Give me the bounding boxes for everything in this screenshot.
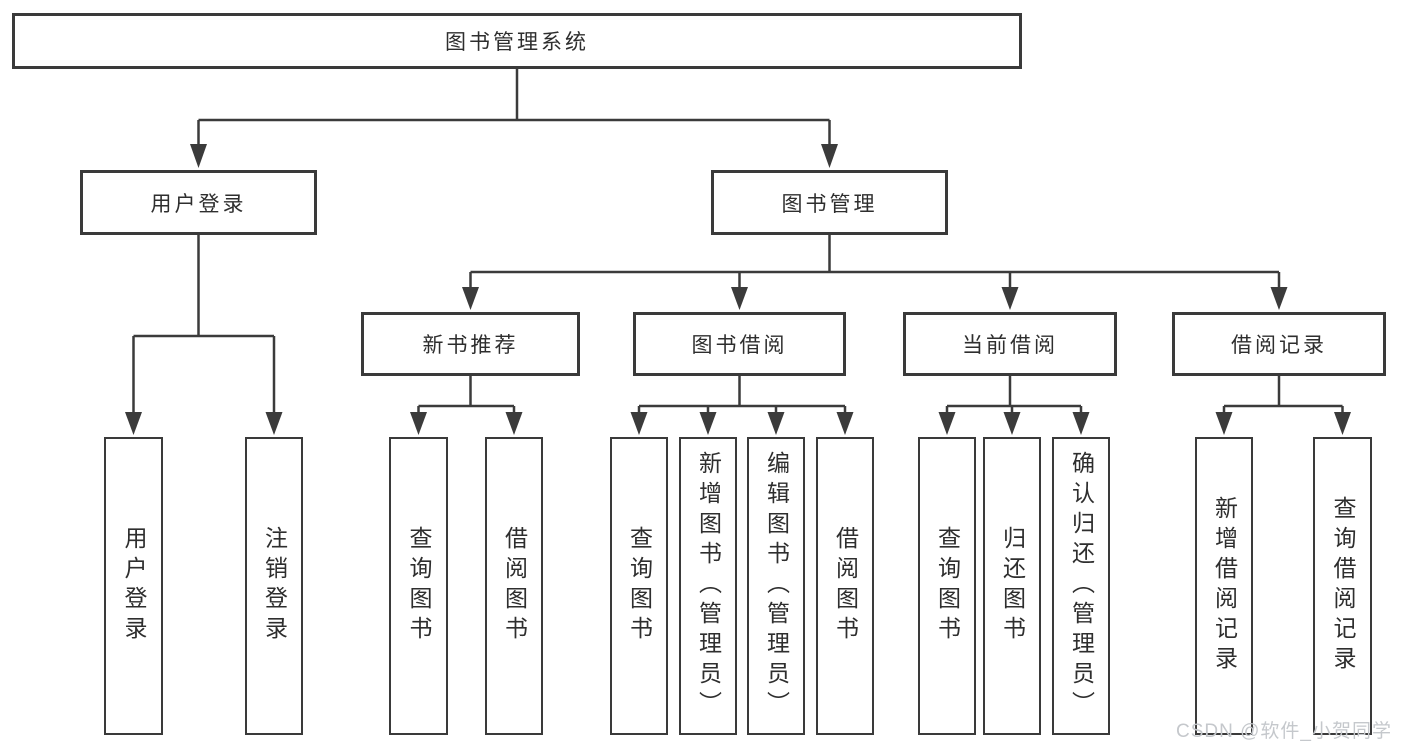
connector-arrowhead <box>505 412 523 435</box>
node-label: 用户登录 <box>150 192 247 216</box>
watermark-text: CSDN @软件_小贺同学 <box>1176 721 1392 742</box>
connector-new-book-recommend <box>417 376 516 414</box>
leaf-label: 查询图书 <box>934 526 961 646</box>
leaf-confirm-return-admin: 确认归还（管理员） <box>1052 437 1110 735</box>
node-borrow-records: 借阅记录 <box>1172 312 1386 376</box>
node-label: 借阅记录 <box>1231 334 1327 357</box>
connector-arrowhead <box>731 287 748 310</box>
leaf-label: 确认归还（管理员） <box>1068 451 1095 721</box>
leaf-query-books-recommend: 查询图书 <box>389 437 448 735</box>
leaf-label: 查询图书 <box>626 526 653 646</box>
connector-arrowhead <box>1003 412 1021 435</box>
connector-user-login <box>132 235 276 414</box>
leaf-label: 新增图书（管理员） <box>695 451 722 721</box>
leaf-add-book-admin: 新增图书（管理员） <box>679 437 737 735</box>
connector-arrowhead <box>821 144 838 168</box>
connector-arrowhead <box>699 412 717 435</box>
leaf-label: 归还图书 <box>999 526 1026 646</box>
leaf-label: 编辑图书（管理员） <box>763 451 790 721</box>
leaf-label: 查询图书 <box>406 526 432 646</box>
leaf-query-borrow-record: 查询借阅记录 <box>1313 437 1372 735</box>
leaf-label: 新增借阅记录 <box>1211 496 1238 676</box>
connector-arrowhead <box>1215 412 1233 435</box>
node-book-borrow: 图书借阅 <box>633 312 846 376</box>
leaf-label: 借阅图书 <box>832 526 859 646</box>
node-label: 当前借阅 <box>962 334 1058 357</box>
leaf-query-books-borrow: 查询图书 <box>610 437 668 735</box>
leaf-borrow-books-recommend: 借阅图书 <box>485 437 543 735</box>
node-root-system: 图书管理系统 <box>12 13 1022 69</box>
leaf-query-books-current: 查询图书 <box>918 437 976 735</box>
node-label: 图书借阅 <box>691 334 788 357</box>
connector-arrowhead <box>1334 412 1351 435</box>
leaf-label: 用户登录 <box>121 526 147 646</box>
connector-arrowhead <box>125 412 142 435</box>
node-current-borrow: 当前借阅 <box>903 312 1117 376</box>
leaf-label: 查询借阅记录 <box>1330 496 1356 676</box>
connector-arrowhead <box>1270 287 1288 310</box>
node-label: 图书管理 <box>781 192 878 216</box>
leaf-edit-book-admin: 编辑图书（管理员） <box>747 437 805 735</box>
connector-root <box>197 69 831 146</box>
connector-arrowhead <box>410 412 427 435</box>
leaf-label: 借阅图书 <box>501 526 528 646</box>
connector-current-borrow <box>945 376 1083 414</box>
connector-arrowhead <box>462 287 479 310</box>
leaf-user-login: 用户登录 <box>104 437 163 735</box>
connector-book-borrow <box>637 376 847 414</box>
node-label: 图书管理系统 <box>445 31 589 54</box>
leaf-label: 注销登录 <box>261 526 288 646</box>
connector-arrowhead <box>1001 287 1019 310</box>
connector-arrowhead <box>938 412 956 435</box>
leaf-logout: 注销登录 <box>245 437 303 735</box>
connector-arrowhead <box>836 412 854 435</box>
connector-arrowhead <box>630 412 648 435</box>
connector-arrowhead <box>265 412 283 435</box>
node-book-management: 图书管理 <box>711 170 948 235</box>
leaf-add-borrow-record: 新增借阅记录 <box>1195 437 1253 735</box>
node-new-book-recommend: 新书推荐 <box>361 312 580 376</box>
connector-borrow-records <box>1222 376 1344 414</box>
connector-arrowhead <box>190 144 207 168</box>
connector-arrowhead <box>767 412 785 435</box>
leaf-borrow-books-borrow: 借阅图书 <box>816 437 874 735</box>
leaf-return-books: 归还图书 <box>983 437 1041 735</box>
connector-book-management <box>469 235 1281 288</box>
connector-arrowhead <box>1072 412 1090 435</box>
node-user-login: 用户登录 <box>80 170 317 235</box>
node-label: 新书推荐 <box>422 334 519 357</box>
